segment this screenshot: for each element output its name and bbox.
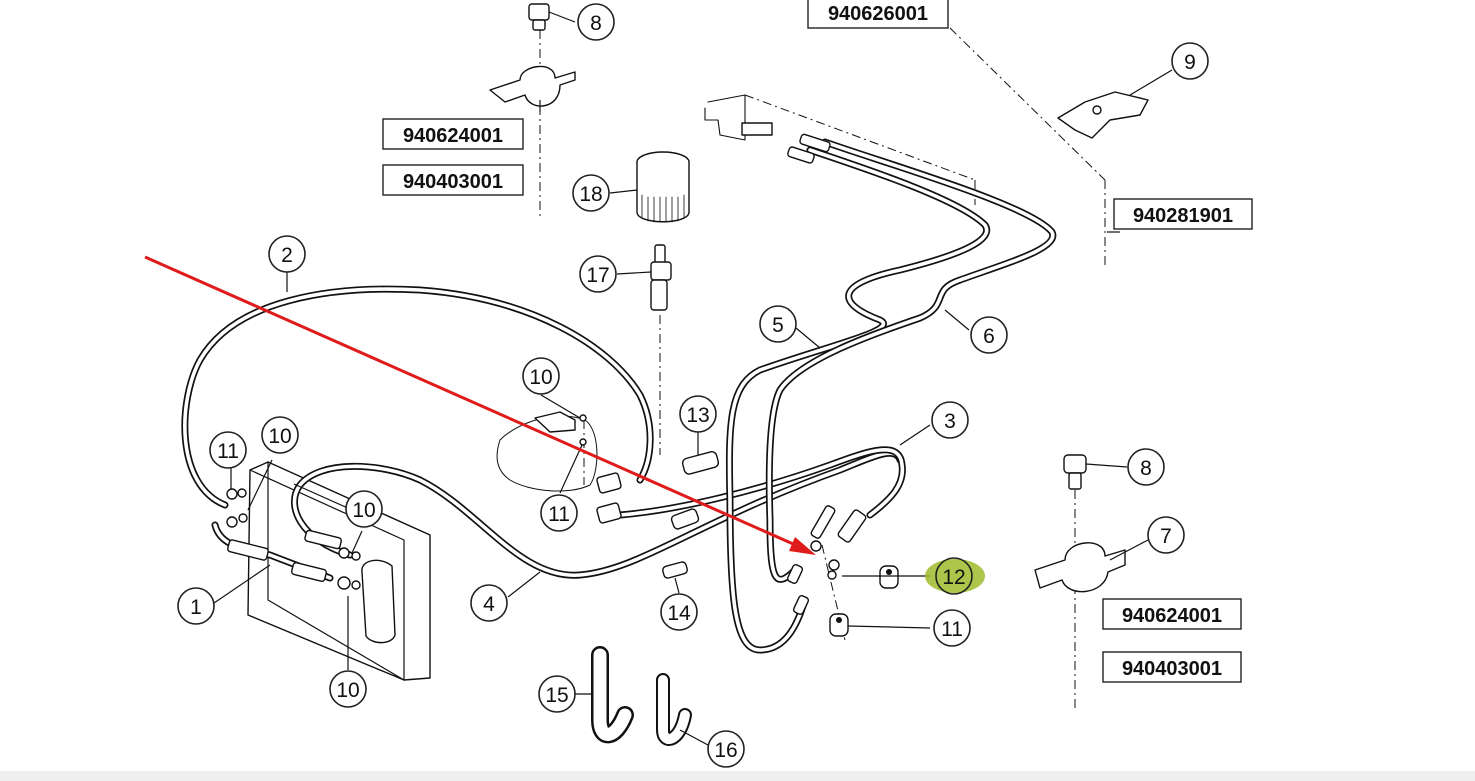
svg-text:14: 14 <box>667 602 691 625</box>
ref-box-lower-right-1: 940624001 <box>1102 598 1242 630</box>
ref-box-lower-right-2: 940403001 <box>1102 651 1242 683</box>
svg-text:11: 11 <box>941 618 963 641</box>
ref-box-upper-left-2: 940403001 <box>382 164 524 196</box>
ref-box-top-right: 940626001 <box>807 0 949 29</box>
svg-text:12: 12 <box>942 566 965 589</box>
callout-5: 5 <box>759 305 797 343</box>
bolt-8-right <box>1063 454 1087 490</box>
hoses <box>181 138 1057 654</box>
ref-number-940626001: 940626001 <box>828 3 928 25</box>
callout-6: 6 <box>970 316 1008 354</box>
ref-number-940624001-lower: 940624001 <box>1122 605 1222 627</box>
callout-16: 16 <box>707 730 745 768</box>
bracket-outline-top <box>704 94 773 141</box>
svg-text:6: 6 <box>983 325 995 348</box>
callout-13: 13 <box>679 395 717 433</box>
bolt-8-top <box>528 3 550 31</box>
callout-4: 4 <box>470 584 508 622</box>
callout-1: 1 <box>177 587 215 625</box>
callout-3: 3 <box>931 401 969 439</box>
assembly-lines <box>539 27 1106 710</box>
svg-text:16: 16 <box>714 739 737 762</box>
ref-number-940281901: 940281901 <box>1133 205 1233 227</box>
callout-8-top: 8 <box>577 3 615 41</box>
callout-2: 2 <box>268 235 306 273</box>
svg-text:13: 13 <box>686 404 709 427</box>
svg-text:17: 17 <box>586 264 609 287</box>
o-rings <box>579 414 899 637</box>
ref-number-940624001-upper: 940624001 <box>403 125 503 147</box>
callout-10-mid: 10 <box>345 490 383 528</box>
svg-text:1: 1 <box>190 596 202 619</box>
fittings <box>226 133 867 644</box>
svg-text:10: 10 <box>336 679 359 702</box>
svg-text:3: 3 <box>944 410 956 433</box>
callout-11-right: 11 <box>933 609 971 647</box>
callout-14: 14 <box>660 593 698 631</box>
callout-9: 9 <box>1171 42 1209 80</box>
callout-7: 7 <box>1147 516 1185 554</box>
svg-text:10: 10 <box>529 366 552 389</box>
svg-text:2: 2 <box>281 244 293 267</box>
compressor-outline <box>496 411 598 492</box>
sensor-17 <box>650 244 672 311</box>
bracket-box <box>247 461 431 681</box>
callout-8-right: 8 <box>1127 448 1165 486</box>
callout-15: 15 <box>538 675 576 713</box>
hose-piece-15 <box>591 646 634 744</box>
callout-11-center: 11 <box>540 494 578 532</box>
callout-10-left: 10 <box>261 416 299 454</box>
ref-box-upper-left-1: 940624001 <box>382 118 524 150</box>
svg-text:4: 4 <box>483 593 495 616</box>
callout-10-bottom: 10 <box>329 670 367 708</box>
svg-text:8: 8 <box>590 12 602 35</box>
svg-text:8: 8 <box>1140 457 1152 480</box>
sleeve-13 <box>681 451 720 475</box>
svg-text:7: 7 <box>1160 525 1172 548</box>
callout-11-left: 11 <box>209 431 247 469</box>
svg-text:11: 11 <box>548 503 570 526</box>
pressure-switch <box>361 559 396 644</box>
callout-18: 18 <box>572 174 610 212</box>
clamp-9 <box>1057 91 1149 139</box>
svg-text:10: 10 <box>352 499 375 522</box>
hose-piece-16 <box>656 673 692 746</box>
clip-top-left <box>489 65 576 107</box>
clip-7 <box>1034 542 1126 593</box>
svg-text:9: 9 <box>1184 51 1196 74</box>
ref-number-940403001-upper: 940403001 <box>403 171 503 193</box>
red-annotation-arrow <box>144 255 816 555</box>
svg-text:15: 15 <box>545 684 568 707</box>
callout-12-highlighted: 12 <box>925 557 985 595</box>
callout-17: 17 <box>579 255 617 293</box>
leader-lines <box>213 11 1173 746</box>
svg-text:18: 18 <box>579 183 602 206</box>
svg-text:11: 11 <box>217 440 239 463</box>
bottom-strip <box>0 771 1475 781</box>
drier-18 <box>636 151 690 223</box>
callout-10-center: 10 <box>522 357 560 395</box>
ref-number-940403001-lower: 940403001 <box>1122 658 1222 680</box>
sleeve-14 <box>662 561 688 579</box>
svg-text:10: 10 <box>268 425 291 448</box>
svg-text:5: 5 <box>772 314 784 337</box>
ref-box-right-middle: 940281901 <box>1113 198 1253 230</box>
